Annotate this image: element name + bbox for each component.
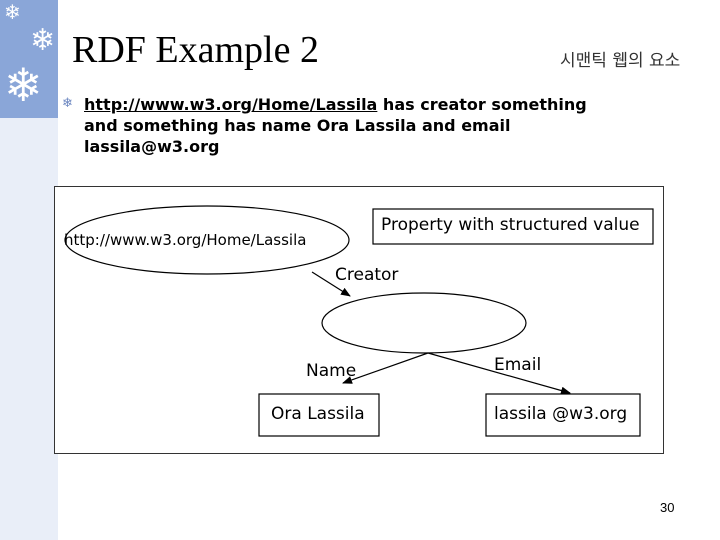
lassila-link[interactable]: http://www.w3.org/Home/Lassila xyxy=(84,95,378,114)
slide-title: RDF Example 2 xyxy=(72,29,319,71)
email-arrow xyxy=(427,352,571,395)
property-box-label: Property with structured value xyxy=(381,215,640,235)
email-value-label: lassila @w3.org xyxy=(494,404,628,424)
bullet-line1-rest: has creator something xyxy=(377,95,587,114)
creator-label: Creator xyxy=(335,265,399,285)
bullet-line3: lassila@w3.org xyxy=(84,137,220,156)
name-arrow xyxy=(342,352,429,384)
name-label: Name xyxy=(306,361,357,381)
top-decoration-band xyxy=(0,0,58,118)
resource-node xyxy=(64,205,350,275)
bullet-text: http://www.w3.org/Home/Lassila has creat… xyxy=(84,94,684,157)
snowflake-bullet-icon: ❄ xyxy=(62,96,73,111)
name-value-box xyxy=(258,393,380,437)
snowflake-icon: ❄ xyxy=(4,58,43,112)
email-label: Email xyxy=(494,355,542,375)
property-box xyxy=(372,208,654,245)
blank-node xyxy=(321,292,527,354)
resource-uri-label: http://www.w3.org/Home/Lassila xyxy=(64,231,307,249)
page-number: 30 xyxy=(660,500,675,515)
snowflake-icon: ❄ xyxy=(30,23,56,58)
name-value-label: Ora Lassila xyxy=(271,404,365,424)
slide-subtitle: 시맨틱 웹의 요소 xyxy=(560,51,681,71)
email-value-box xyxy=(485,393,641,437)
creator-arrow xyxy=(311,271,351,297)
snowflake-icon: ❄ xyxy=(4,0,21,24)
bullet-line2: and something has name Ora Lassila and e… xyxy=(84,116,511,135)
